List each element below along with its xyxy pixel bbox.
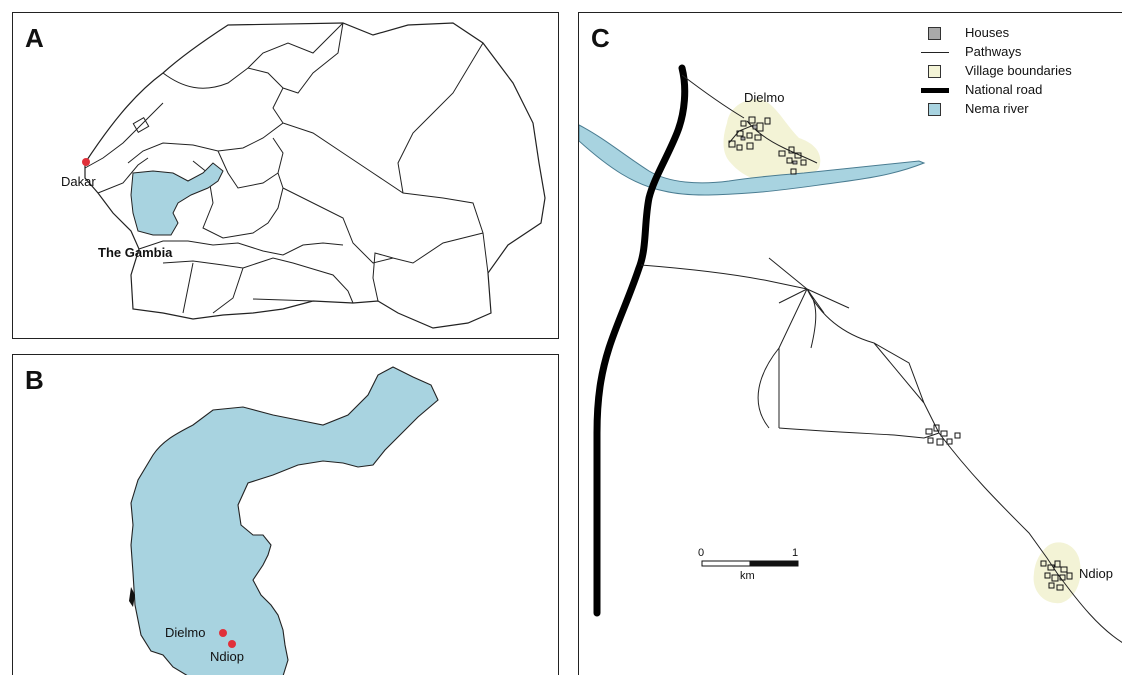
- middle-settlement: [925, 424, 961, 446]
- legend-label: Village boundaries: [965, 63, 1072, 78]
- map-legend: Houses Pathways Village boundaries Natio…: [921, 23, 1072, 118]
- panel-c-letter: C: [591, 23, 610, 53]
- village-detail-map: Dielmo Ndiop 0 1 km: [579, 64, 1122, 643]
- nema-river-swatch: [921, 102, 949, 116]
- panel-a-senegal-map: A Dakar The Gambia: [12, 12, 559, 339]
- panel-b-letter: B: [25, 365, 44, 395]
- village-boundaries-swatch: [921, 64, 949, 78]
- legend-item-houses: Houses: [921, 23, 1072, 42]
- pathways: [640, 74, 1122, 643]
- fatick-region-map: Dielmo Ndiop: [129, 366, 439, 675]
- legend-label: Pathways: [965, 44, 1022, 59]
- ndiop-houses: [1040, 560, 1073, 591]
- ndiop-marker: [228, 640, 236, 648]
- coast-fragment: [129, 587, 135, 607]
- legend-item-pathways: Pathways: [921, 42, 1072, 61]
- national-road-swatch: [921, 83, 949, 97]
- dielmo-house-fills: [740, 124, 798, 165]
- nema-river: [579, 124, 926, 196]
- panel-c-village-map: C: [578, 12, 1122, 675]
- dielmo-label: Dielmo: [744, 90, 784, 105]
- legend-item-village-boundaries: Village boundaries: [921, 61, 1072, 80]
- gambia-region: [130, 162, 224, 236]
- panel-a-letter: A: [25, 23, 44, 53]
- dielmo-houses: [728, 116, 807, 175]
- legend-label: National road: [965, 82, 1043, 97]
- legend-label: Nema river: [965, 101, 1029, 116]
- ndiop-label: Ndiop: [1079, 566, 1113, 581]
- region-boundaries: [84, 22, 489, 314]
- ndiop-label: Ndiop: [210, 649, 244, 664]
- senegal-regions-map: Dakar The Gambia: [61, 22, 546, 329]
- scale-unit-label: km: [740, 570, 755, 582]
- dielmo-marker: [219, 629, 227, 637]
- dielmo-village-boundary: [723, 98, 821, 182]
- region-box: [132, 116, 150, 134]
- scale-end-label: 1: [792, 547, 798, 559]
- dakar-marker: [82, 158, 90, 166]
- scale-start-label: 0: [698, 547, 704, 559]
- legend-item-national-road: National road: [921, 80, 1072, 99]
- dielmo-label: Dielmo: [165, 625, 205, 640]
- panel-b-region-map: B Dielmo Ndiop: [12, 354, 559, 675]
- legend-item-nema-river: Nema river: [921, 99, 1072, 118]
- region-shape: [130, 366, 439, 675]
- national-road: [593, 64, 689, 617]
- scale-bar: 0 1 km: [698, 547, 799, 582]
- pathways-swatch: [921, 45, 949, 59]
- dakar-label: Dakar: [61, 174, 96, 189]
- legend-label: Houses: [965, 25, 1010, 40]
- gambia-label: The Gambia: [98, 245, 173, 260]
- houses-swatch: [921, 26, 949, 40]
